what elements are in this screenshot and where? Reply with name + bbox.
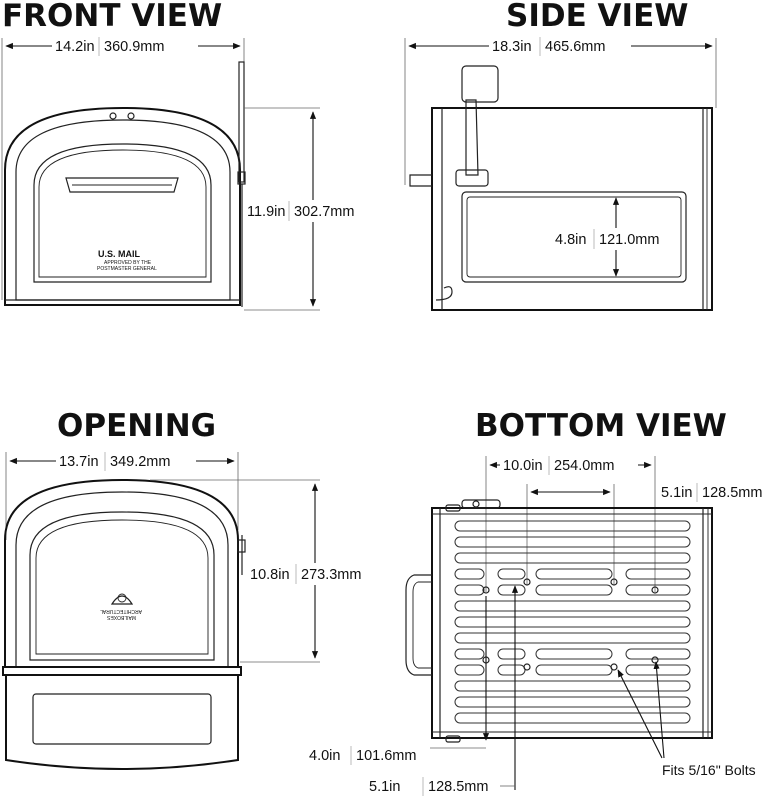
vent-slot [535,584,613,596]
vent-slot [454,632,691,644]
front-width-dimension: 14.2in 360.9mm [1,36,245,300]
bolt-hole-icon [523,663,531,671]
side-door-dimension: 4.8in 121.0mm [552,197,674,277]
vent-slot [454,584,485,596]
bottom-bottom-offset-in: 5.1in [369,779,400,795]
side-door-height-mm: 121.0mm [599,232,659,248]
arrow-icon [653,661,665,759]
flag-icon [237,61,246,307]
plate-label: U.S. MAIL [98,249,141,259]
bolt-hole-icon [651,656,659,664]
bottom-hole-spacing-dimension: 10.0in 254.0mm [485,455,656,592]
side-length-dimension: 18.3in 465.6mm [404,36,717,185]
front-height-mm: 302.7mm [294,204,354,220]
side-view: SIDE VIEW 18.3in 465.6mm [404,0,717,311]
bolt-hole-icon [482,586,490,594]
opening-height-in: 10.8in [250,567,290,583]
bottom-side-spacing-dimension: 4.0in 101.6mm [308,596,490,765]
bottom-view-title: BOTTOM VIEW [475,408,727,444]
logo-text-1: ARCHITECTURAL [100,608,142,614]
opening-mailbox-body: ARCHITECTURAL MAILBOXES [2,478,246,770]
bottom-spacing-in: 10.0in [503,458,543,474]
side-length-mm: 465.6mm [545,39,605,55]
vent-slot [625,648,691,660]
vent-slot [454,536,691,548]
arrow-icon [617,669,663,759]
side-length-in: 18.3in [492,39,532,55]
side-door-height-in: 4.8in [555,232,586,248]
vent-slot [625,568,691,580]
vent-slot [454,664,485,676]
side-view-title: SIDE VIEW [506,0,688,34]
vent-slot [454,616,691,628]
bottom-bottom-offset-mm: 128.5mm [428,779,488,795]
front-height-dimension: 11.9in 302.7mm [244,107,374,311]
side-mailbox-body [409,65,713,311]
vent-slot [454,696,691,708]
vent-slot [454,648,485,660]
plate-sub2: POSTMASTER GENERAL [97,266,157,272]
bottom-side-spacing-in: 4.0in [309,748,340,764]
vent-slot [454,712,691,724]
bottom-view: BOTTOM VIEW 10.0in 254.0mm 5.1in 128.5mm [308,408,776,796]
vent-slot [497,664,526,676]
vent-slot [535,568,613,580]
bolt-hole-icon [109,112,117,120]
opening-width-in: 13.7in [59,454,99,470]
vent-slot [454,680,691,692]
bottom-holes [482,578,659,671]
flag-icon [455,65,499,187]
handle-icon [405,574,432,676]
vent-slot [625,664,691,676]
bolt-hole-icon [610,578,618,586]
opening-height-mm: 273.3mm [301,567,361,583]
logo-icon [110,593,134,605]
bottom-spacing-mm: 254.0mm [554,458,614,474]
front-view-title: FRONT VIEW [2,0,222,34]
front-width-mm: 360.9mm [104,39,164,55]
bottom-top-offset-mm: 128.5mm [702,485,762,501]
front-width-in: 14.2in [55,39,95,55]
handle-icon [65,177,179,193]
bottom-top-offset-in: 5.1in [661,485,692,501]
opening-title: OPENING [57,408,216,444]
front-view: FRONT VIEW 14.2in 360.9mm [1,0,374,311]
opening-height-dimension: 10.8in 273.3mm [150,479,379,663]
vent-slot [535,648,613,660]
vent-slot [625,584,691,596]
bolt-note: Fits 5/16" Bolts [617,661,756,778]
vent-slot [497,648,526,660]
vent-slot [535,664,613,676]
vent-slot [497,584,526,596]
bolt-hole-icon [523,578,531,586]
flag-icon [461,499,501,509]
vent-slot [454,520,691,532]
bottom-side-spacing-mm: 101.6mm [356,748,416,764]
plate-sub: APPROVED BY THE [104,260,152,266]
front-mailbox-body: U.S. MAIL APPROVED BY THE POSTMASTER GEN… [4,61,246,307]
bolt-hole-icon [127,112,135,120]
vent-slot [454,568,485,580]
opening-view: OPENING 13.7in 349.2mm ARCHITECTURAL MAI… [2,408,379,770]
bottom-bottom-offset-dimension: 5.1in 128.5mm [366,585,519,796]
vent-slot [497,568,526,580]
opening-width-mm: 349.2mm [110,454,170,470]
logo-text-2: MAILBOXES [106,614,136,620]
bolt-hole-icon [651,586,659,594]
bottom-top-offset-dimension: 5.1in 128.5mm [526,482,776,585]
opening-width-dimension: 13.7in 349.2mm [5,451,239,540]
bottom-base-plate [405,499,713,743]
vent-slot [454,600,691,612]
front-height-in: 11.9in [247,204,285,220]
bolt-note-text: Fits 5/16" Bolts [662,762,756,778]
vent-slot [454,552,691,564]
bolt-hole-icon [610,663,618,671]
bottom-slots [454,520,691,724]
